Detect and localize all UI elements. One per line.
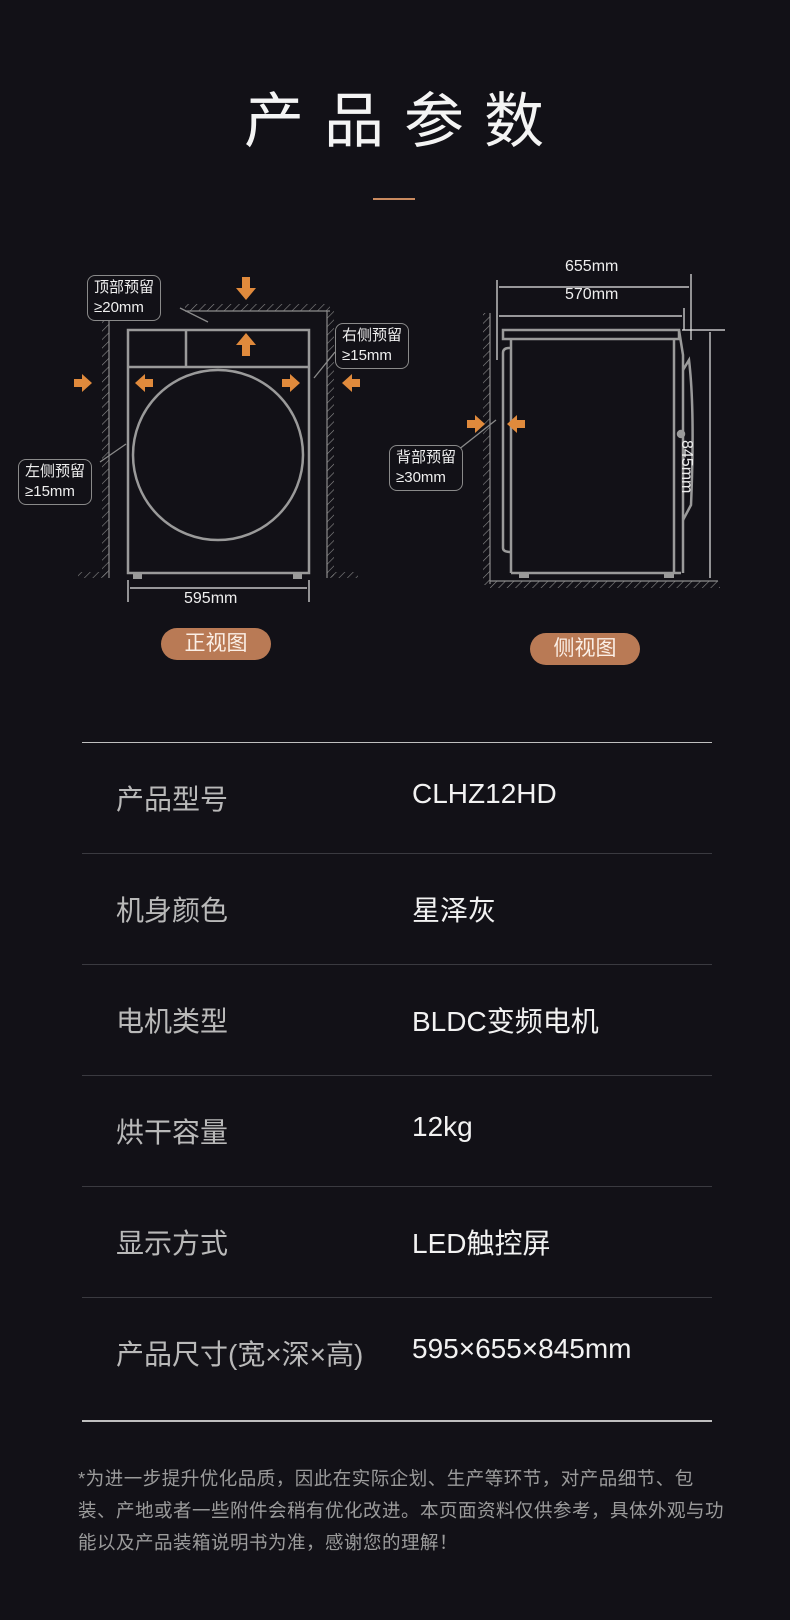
spec-row-display: 显示方式 LED触控屏 [82, 1186, 712, 1297]
front-width-label: 595mm [184, 590, 238, 607]
spec-row-color: 机身颜色 星泽灰 [82, 853, 712, 964]
callout-label: 右侧预留 [342, 327, 403, 344]
spec-label: 电机类型 [116, 1006, 229, 1037]
diagram-drawing [74, 274, 725, 602]
side-view-badge: 侧视图 [530, 633, 640, 665]
top-clearance-callout: 顶部预留 ≥20mm [87, 275, 162, 321]
callout-value: ≥20mm [94, 299, 144, 316]
spec-row-dimensions: 产品尺寸(宽×深×高) 595×655×845mm [82, 1297, 712, 1408]
callout-label: 左侧预留 [25, 463, 86, 480]
spec-table-bottom-divider [82, 1420, 712, 1422]
left-clearance-callout: 左侧预留 ≥15mm [18, 459, 93, 505]
callout-value: ≥15mm [342, 347, 392, 364]
front-machine-outline [126, 328, 311, 575]
spec-value: 12kg [412, 1111, 473, 1142]
front-width-dimension [127, 580, 310, 602]
spec-label: 机身颜色 [116, 895, 229, 926]
spec-row-model: 产品型号 CLHZ12HD [82, 742, 712, 853]
side-body-depth-label: 570mm [565, 286, 619, 303]
right-clearance-callout: 右侧预留 ≥15mm [335, 323, 410, 369]
side-height-label: 845mm [678, 440, 695, 494]
disclaimer-footnote: *为进一步提升优化品质，因此在实际企划、生产等环节，对产品细节、包装、产地或者一… [78, 1468, 725, 1553]
side-total-depth-label: 655mm [565, 258, 619, 275]
spec-value: 星泽灰 [412, 895, 497, 926]
back-clearance-callout: 背部预留 ≥30mm [389, 445, 464, 491]
callout-label: 顶部预留 [94, 279, 155, 296]
page-title: 产品参数 [244, 88, 564, 155]
spec-label: 显示方式 [116, 1228, 229, 1259]
side-dimension-lines [496, 274, 725, 578]
spec-table: 产品型号 CLHZ12HD 机身颜色 星泽灰 电机类型 BLDC变频电机 烘干容… [82, 742, 712, 1408]
spec-label: 产品型号 [116, 784, 229, 815]
side-machine-outline [501, 328, 694, 575]
front-view-badge: 正视图 [161, 628, 271, 660]
callout-value: ≥30mm [396, 469, 446, 486]
spec-value: LED触控屏 [412, 1228, 551, 1259]
spec-value: BLDC变频电机 [412, 1006, 599, 1037]
callout-value: ≥15mm [25, 483, 75, 500]
front-view-walls [78, 304, 358, 578]
dimension-diagram: 顶部预留 ≥20mm 右侧预留 ≥15mm 左侧预留 ≥15mm 背部预留 ≥3… [0, 250, 790, 670]
spec-label: 烘干容量 [116, 1117, 229, 1148]
title-underline-divider [373, 198, 415, 200]
front-clearance-arrows [74, 277, 360, 392]
spec-row-motor: 电机类型 BLDC变频电机 [82, 964, 712, 1075]
spec-label: 产品尺寸(宽×深×高) [116, 1339, 364, 1370]
spec-row-capacity: 烘干容量 12kg [82, 1075, 712, 1186]
callout-label: 背部预留 [396, 449, 457, 466]
spec-value: CLHZ12HD [412, 778, 557, 809]
spec-value: 595×655×845mm [412, 1333, 632, 1364]
side-view-walls [483, 313, 720, 588]
